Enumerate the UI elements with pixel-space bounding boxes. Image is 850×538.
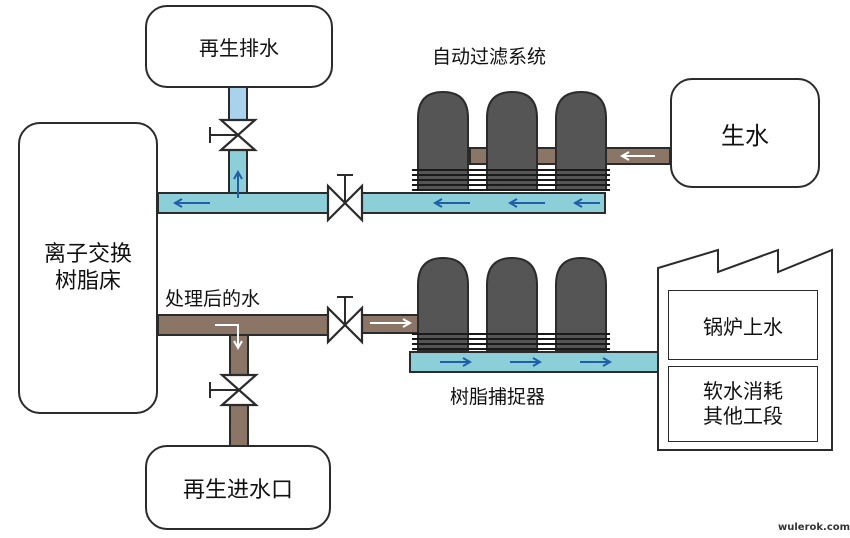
ion-exchange-bed-box: 离子交换 树脂床 bbox=[18, 122, 158, 414]
soft-water-box: 软水消耗 其他工段 bbox=[668, 366, 818, 442]
flow-arrows bbox=[172, 151, 655, 367]
regen-inlet-box: 再生进水口 bbox=[145, 445, 331, 530]
filter-tank-3 bbox=[555, 90, 607, 191]
boiler-feed-label: 锅炉上水 bbox=[703, 314, 783, 339]
treated-water-label: 处理后的水 bbox=[165, 288, 261, 310]
top-filter-tanks bbox=[412, 90, 610, 191]
filter-tank-1 bbox=[417, 90, 469, 191]
drain-valve-icon bbox=[209, 118, 258, 152]
trap-tank-1 bbox=[417, 256, 469, 351]
bottom-main-valve-icon bbox=[326, 296, 364, 345]
bottom-resin-trap-tanks bbox=[412, 256, 610, 351]
watermark: wulerok.com bbox=[778, 522, 850, 533]
trap-tank-3 bbox=[555, 256, 607, 351]
top-pipe-right bbox=[359, 192, 606, 214]
regen-inlet-label: 再生进水口 bbox=[182, 477, 293, 503]
bottom-pipe-left bbox=[157, 314, 329, 336]
filter-tank-2 bbox=[486, 90, 538, 191]
drain-pipe-upper bbox=[228, 85, 248, 121]
soft-water-label-line1: 软水消耗 bbox=[703, 379, 783, 403]
regen-drain-label: 再生排水 bbox=[199, 36, 279, 60]
soft-water-label-line2: 其他工段 bbox=[703, 404, 783, 428]
regen-drain-box: 再生排水 bbox=[145, 5, 333, 88]
top-main-valve-icon bbox=[326, 174, 364, 223]
regen-inlet-valve-icon bbox=[209, 373, 259, 407]
trap-tank-2 bbox=[486, 256, 538, 351]
resin-trap-label: 树脂捕捉器 bbox=[450, 386, 546, 408]
raw-water-label: 生水 bbox=[721, 121, 769, 150]
regen-inlet-pipe-lower bbox=[229, 404, 249, 448]
boiler-feed-box: 锅炉上水 bbox=[668, 290, 818, 360]
raw-water-box: 生水 bbox=[670, 78, 820, 188]
ion-exchange-label-line2: 树脂床 bbox=[54, 269, 121, 294]
ion-exchange-label-line1: 离子交换 bbox=[43, 241, 132, 267]
auto-filter-label: 自动过滤系统 bbox=[432, 46, 547, 68]
